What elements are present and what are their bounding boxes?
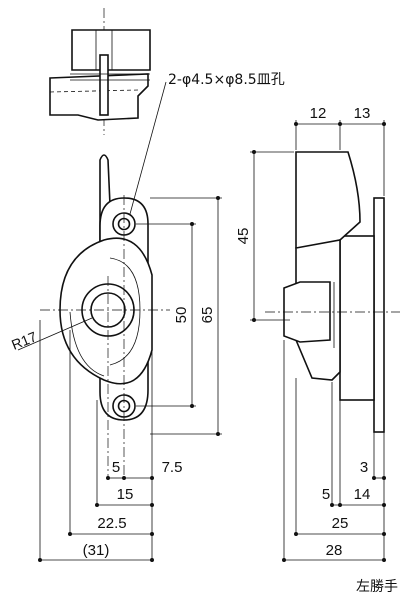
dim-front-22-5: 22.5: [97, 515, 126, 532]
front-view: [17, 81, 222, 562]
dim-front-50: 50: [173, 307, 190, 324]
hole-note: 2-φ4.5×φ8.5皿孔: [168, 72, 285, 88]
dim-side-25: 25: [332, 515, 349, 532]
dim-side-45: 45: [235, 228, 252, 245]
dim-side-5: 5: [322, 486, 330, 503]
dim-side-14: 14: [354, 486, 371, 503]
dim-front-7-5: 7.5: [162, 459, 183, 476]
dim-side-12: 12: [310, 105, 327, 122]
dim-side-13: 13: [354, 105, 371, 122]
dim-side-3: 3: [360, 459, 368, 476]
dim-front-31: (31): [83, 542, 110, 559]
side-view: [250, 120, 400, 562]
dim-front-65: 65: [199, 307, 216, 324]
dim-front-5: 5: [112, 459, 120, 476]
dim-side-28: 28: [326, 542, 343, 559]
radius-label: R17: [9, 328, 39, 353]
dim-front-15: 15: [117, 486, 134, 503]
top-partial-view: [49, 8, 151, 135]
hand-label: 左勝手: [356, 579, 398, 595]
